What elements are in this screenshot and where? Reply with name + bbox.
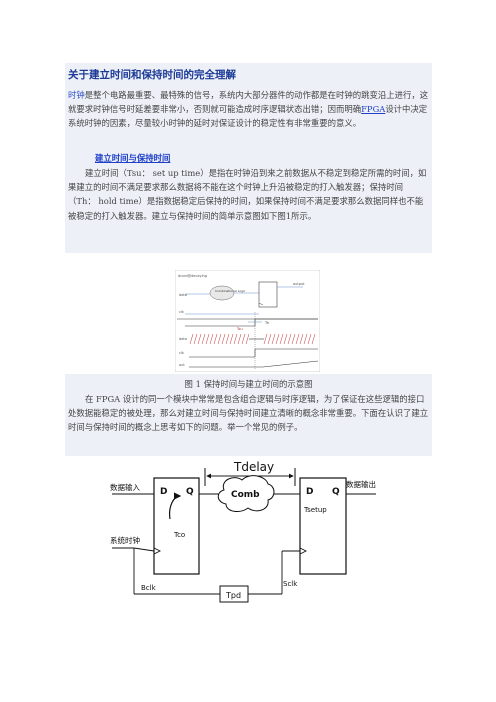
data-output-label: 数据输出 [346, 479, 376, 489]
data-input-label: 数据输入 [110, 482, 140, 492]
fpga-link[interactable]: FPGA [361, 104, 386, 115]
system-clock-label: 系统时钟 [110, 535, 140, 545]
fig1-output-label: output [293, 282, 305, 286]
ff2-q-label: Q [332, 487, 340, 497]
article-title: 关于建立时间和保持时间的完全理解 [68, 69, 236, 81]
fig1-header-label: dcsrd@decaying [178, 274, 207, 278]
fig1-data-row-label: data [179, 337, 187, 341]
tsetup-label: Tsetup [303, 506, 327, 514]
intro-text-1: 是整个电路最重要、最特殊的信号，系统内大部分器件的动作都是在时钟的跳变沿上进行，… [68, 90, 429, 115]
tpd-label: Tpd [225, 591, 241, 600]
figure1-timing-diagram: dcsrd@decaying Combinational Logic data … [175, 270, 320, 372]
article-caption-panel [65, 374, 432, 456]
hold-time-link[interactable]: 保持时间 [136, 153, 171, 163]
th-label: Th [264, 321, 269, 325]
fig1-clk-label: clk [179, 310, 185, 314]
second-paragraph: 在 FPGA 设计的同一个模块中常常是包含组合逻辑与时序逻辑，为了保证在这些逻辑… [68, 392, 430, 435]
ff1-d-label: D [160, 487, 167, 497]
comb-logic-cloud [217, 475, 275, 512]
ff2-d-label: D [306, 487, 313, 497]
fig1-out-row-label: out [179, 363, 185, 367]
tsu-label: Tsu [236, 327, 243, 331]
data-transition-hatch [189, 333, 316, 345]
setup-time-link[interactable]: 建立时间 [95, 153, 129, 163]
section-subheading: 建立时间与保持时间 [95, 152, 170, 164]
sclk-label: Sclk [283, 580, 298, 588]
fig1-data-label: data [179, 293, 187, 297]
tco-label: Tco [173, 531, 185, 539]
clock-term: 时钟 [68, 90, 85, 100]
fig1-flip-flop [258, 281, 278, 308]
article-header-panel [65, 63, 432, 253]
figure1-caption: 图 1 保持时间与建立时间的示意图 [184, 379, 313, 389]
definition-text: 建立时间（Tsu： set up time）是指在时钟沿到来之前数据从不稳定到稳… [68, 168, 427, 221]
comb-logic-label: Combinational Logic [215, 289, 246, 293]
destination-flip-flop [299, 477, 347, 575]
fig1-clk-row-label: clk [179, 351, 185, 355]
comb-label: Comb [231, 490, 260, 500]
intro-text-2: 设计中决定系统时钟的因素，尽量较小时钟的延时对保证设计的稳定性有非常重要的意义。 [68, 104, 428, 129]
subheading-separator: 与 [128, 153, 137, 163]
second-paragraph-text: 在 FPGA 设计的同一个模块中常常是包含组合逻辑与时序逻辑，为了保证在这些逻辑… [68, 394, 429, 433]
ff1-q-label: Q [186, 487, 194, 497]
tdelay-label: Tdelay [233, 460, 274, 474]
bclk-label: Bclk [141, 584, 157, 592]
definition-paragraph: 建立时间（Tsu： set up time）是指在时钟沿到来之前数据从不稳定到稳… [68, 166, 430, 223]
intro-paragraph: 时钟是整个电路最重要、最特殊的信号，系统内大部分器件的动作都是在时钟的跳变沿上进… [68, 88, 430, 131]
figure2-block-diagram: Tdelay 数据输入 D Q Tco Comb D Q Tsetup 数据输出… [110, 460, 376, 603]
